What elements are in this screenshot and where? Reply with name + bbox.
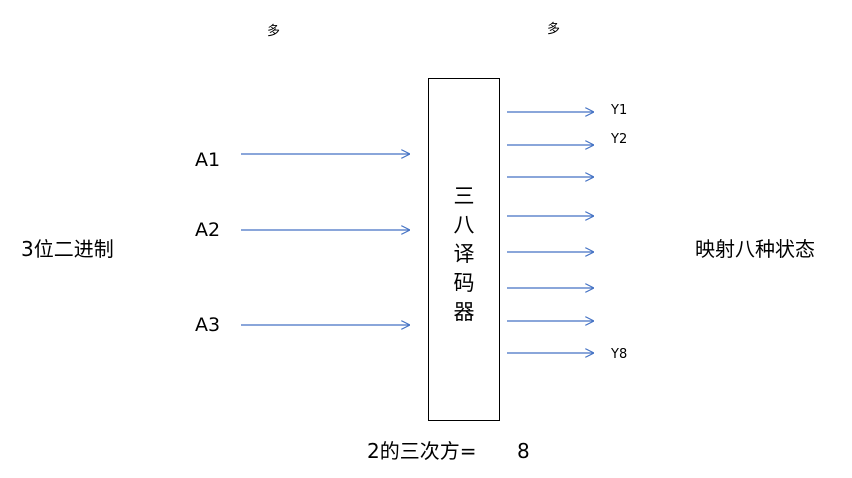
top-mark-left: 多 [267, 24, 281, 39]
right-label: 映射八种状态 [695, 237, 815, 261]
formula-result: 8 [517, 439, 530, 463]
left-label: 3位二进制 [21, 237, 114, 261]
input-label-a3: A3 [195, 314, 221, 336]
decoder-char: 三 [453, 184, 475, 208]
formula-text: 2的三次方= [367, 439, 477, 463]
input-label-a2: A2 [195, 219, 221, 241]
input-label-a1: A1 [195, 149, 221, 171]
decoder-char: 码 [453, 271, 475, 295]
output-label-y8: Y8 [611, 347, 628, 362]
decoder-box: 三 八 译 码 器 [428, 78, 500, 421]
decoder-char: 器 [453, 300, 475, 324]
decoder-char: 八 [453, 213, 475, 237]
top-mark-right: 多 [547, 22, 561, 37]
output-label-y2: Y2 [611, 132, 628, 147]
decoder-label: 三 八 译 码 器 [429, 182, 499, 327]
decoder-char: 译 [453, 242, 475, 266]
output-label-y1: Y1 [611, 103, 628, 118]
